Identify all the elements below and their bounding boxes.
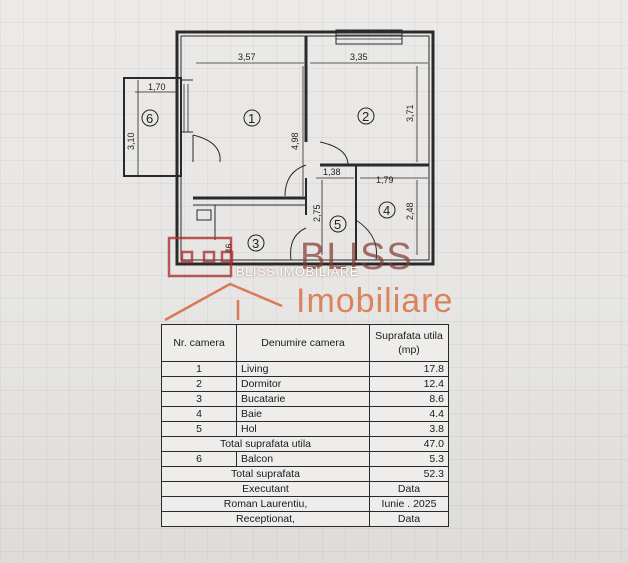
executant-label: Executant	[161, 481, 370, 497]
room-label-3: 3	[252, 236, 259, 251]
header-name: Denumire camera	[236, 324, 370, 362]
receptionat-label: Receptionat,	[161, 511, 370, 527]
executant-date-label: Data	[369, 481, 449, 497]
balcon-row: 6 Balcon 5.3	[161, 451, 449, 467]
row-nr: 3	[161, 391, 237, 407]
row-name: Bucatarie	[236, 391, 370, 407]
room-label-4: 4	[383, 203, 390, 218]
row-nr: 4	[161, 406, 237, 422]
total-util-row: Total suprafata utila 47.0	[161, 436, 449, 452]
row-area: 4.4	[369, 406, 449, 422]
room-label-1: 1	[248, 111, 255, 126]
row-area: 3.8	[369, 421, 449, 437]
row-name: Dormitor	[236, 376, 370, 392]
receptionat-row: Receptionat, Data	[161, 511, 449, 527]
row-name: Living	[236, 361, 370, 377]
table-row: 2 Dormitor 12.4	[161, 376, 449, 392]
total-label: Total suprafata	[161, 466, 370, 482]
room-label-2: 2	[362, 109, 369, 124]
window-top	[335, 29, 403, 45]
receptionat-date: Data	[369, 511, 449, 527]
table-row: 3 Bucatarie 8.6	[161, 391, 449, 407]
floor-plan: 3,57 3,35 1,70 3,10 4,98 3,71 1,38 1,79 …	[123, 29, 435, 322]
total-util-label: Total suprafata utila	[161, 436, 370, 452]
table-header-row: Nr. camera Denumire camera Suprafata uti…	[161, 324, 449, 362]
header-nr: Nr. camera	[161, 324, 237, 362]
table-row: 4 Baie 4.4	[161, 406, 449, 422]
dim-balcony-width: 1,70	[148, 82, 166, 92]
dim-living-width: 3,57	[238, 52, 256, 62]
row-nr: 2	[161, 376, 237, 392]
row-area: 17.8	[369, 361, 449, 377]
header-area: Suprafata utila (mp)	[369, 324, 449, 362]
dim-living-height: 4,98	[290, 132, 300, 150]
row-area: 5.3	[369, 451, 449, 467]
row-nr: 5	[161, 421, 237, 437]
watermark-imobiliare: Imobiliare	[296, 282, 454, 320]
dim-bath-width: 1,79	[376, 175, 394, 185]
watermark-logo-icon	[164, 236, 283, 322]
executant-name-row: Roman Laurentiu, Iunie . 2025	[161, 496, 449, 512]
row-name: Balcon	[236, 451, 370, 467]
executant-name: Roman Laurentiu,	[161, 496, 370, 512]
dim-kitchen-height: ,46	[224, 243, 234, 256]
executant-row: Executant Data	[161, 481, 449, 497]
row-area: 8.6	[369, 391, 449, 407]
executant-date: Iunie . 2025	[369, 496, 449, 512]
dim-hall-width: 1,38	[323, 167, 341, 177]
outer-wall	[175, 30, 435, 266]
row-area: 12.4	[369, 376, 449, 392]
total-util-value: 47.0	[369, 436, 449, 452]
balcony-wall	[123, 77, 182, 177]
row-nr: 6	[161, 451, 237, 467]
table-row: 5 Hol 3.8	[161, 421, 449, 437]
total-row: Total suprafata 52.3	[161, 466, 449, 482]
table-row: 1 Living 17.8	[161, 361, 449, 377]
watermark-brand: BLISS	[300, 236, 413, 278]
dim-bedroom-width: 3,35	[350, 52, 368, 62]
dim-balcony-height: 3,10	[126, 132, 136, 150]
total-value: 52.3	[369, 466, 449, 482]
area-table: Nr. camera Denumire camera Suprafata uti…	[161, 324, 449, 527]
watermark-small: BLISS IMOBILIARE	[236, 264, 359, 279]
dim-hall-height: 2,75	[312, 204, 322, 222]
room-label-6: 6	[146, 111, 153, 126]
room-label-5: 5	[334, 217, 341, 232]
dim-bath-height: 2,48	[405, 202, 415, 220]
row-name: Hol	[236, 421, 370, 437]
row-nr: 1	[161, 361, 237, 377]
dim-bedroom-height: 3,71	[405, 104, 415, 122]
row-name: Baie	[236, 406, 370, 422]
